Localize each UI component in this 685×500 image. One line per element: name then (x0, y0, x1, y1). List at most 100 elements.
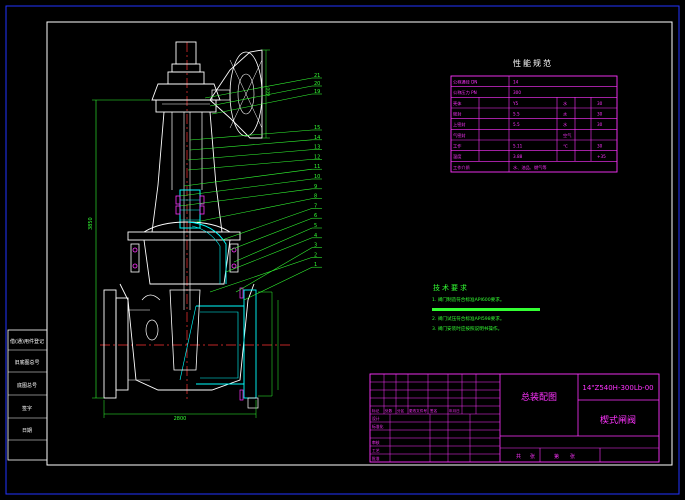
drawing-name: 总装配图 (521, 391, 557, 403)
part-number: 10 (314, 174, 320, 180)
leader-line (233, 227, 313, 263)
part-leaders (179, 77, 322, 301)
perf-row-value: 300 (513, 90, 521, 95)
perf-row-label: 气密封 (453, 132, 466, 139)
left-label-0: 借(通)用件登记 (10, 338, 44, 345)
model-number: 14"Z540H-300Lb-00 (582, 384, 653, 392)
leader-line (211, 93, 313, 115)
title-header-label: 更改文件号 (409, 408, 427, 413)
perf-row-col1: 5.11 (513, 143, 523, 148)
leader-line (189, 139, 313, 151)
perf-row-col2: 水 (563, 121, 568, 127)
sheet-total-unit: 张 (530, 453, 535, 460)
valve-drawing: 3850 2800 600 (88, 41, 290, 422)
title-header-label: 分区 (397, 408, 405, 413)
perf-row-col1: Y5 (512, 101, 519, 106)
leader-line (187, 149, 313, 161)
perf-row-col2: 水 (563, 110, 568, 116)
perf-row-label: 密封 (453, 110, 461, 117)
handwheel (209, 49, 263, 139)
leader-line (179, 178, 313, 197)
perf-row-col2: 空气 (563, 132, 572, 138)
part-number: 12 (314, 154, 320, 160)
part-number: 9 (314, 184, 317, 190)
left-label-2: 底图总号 (17, 382, 37, 389)
part-number: 8 (314, 194, 317, 200)
title-side-label: 设计 (372, 416, 380, 421)
part-number: 7 (314, 203, 317, 209)
perf-row-col3: 30 (597, 111, 603, 116)
title-header-label: 处数 (385, 408, 393, 413)
leader-line (229, 217, 313, 251)
part-number: 3 (314, 243, 317, 249)
title-side-label: 工艺 (372, 448, 380, 453)
leader-line (204, 77, 313, 99)
tech-item-0: 1. 阀门制造符合标准API600要求。 (432, 296, 504, 303)
left-label-3: 签字 (22, 405, 32, 412)
part-number: 6 (314, 213, 317, 219)
product-name: 楔式闸阀 (600, 414, 636, 426)
leader-line (189, 129, 313, 141)
perf-row-col1: 3.88 (513, 154, 523, 159)
part-number: 21 (314, 73, 320, 79)
left-label-1: 旧底图总号 (14, 359, 39, 366)
perf-row-label: 工作介质 (453, 164, 470, 171)
height-dim-label: 3850 (88, 217, 94, 230)
width-dim-label: 2800 (174, 416, 187, 422)
part-number: 2 (314, 252, 317, 258)
perf-row-value: 水、油品、燃气等 (513, 164, 547, 171)
tech-title: 技术要求 (433, 283, 469, 292)
leader-line (225, 237, 313, 273)
perf-row-col3: 30 (597, 122, 603, 127)
part-number: 1 (314, 262, 317, 268)
perf-row-col3: +35 (597, 154, 606, 159)
leader-line (195, 198, 313, 223)
leader-line (221, 208, 313, 241)
leader-line (209, 257, 313, 293)
perf-row-col1: 5.5 (513, 122, 520, 127)
leader-line (187, 159, 313, 171)
perf-row-col1: 5.5 (513, 111, 520, 116)
inner-border (46, 21, 673, 466)
tech-requirements: 技术要求 1. 阀门制造符合标准API600要求。 2. 阀门试压符合标准API… (432, 283, 540, 332)
left-label-4: 日期 (22, 428, 32, 434)
tech-item-1: 2. 阀门试压符合标准API598要求。 (432, 315, 504, 322)
perf-row-col2: ℃ (563, 143, 568, 148)
tech-item-2: 3. 阀门安装时应按照说明书操作。 (432, 325, 502, 332)
perf-row-col2: 水 (563, 100, 568, 106)
sheet-no-unit: 张 (570, 453, 575, 460)
leader-line (235, 247, 313, 293)
title-side-label: 批准 (372, 456, 380, 461)
perf-row-value: 14 (513, 79, 519, 84)
leader-line (179, 188, 313, 207)
part-number: 20 (314, 81, 320, 87)
part-number: 11 (314, 164, 320, 170)
title-header-label: 年月日 (449, 408, 460, 413)
perf-row-label: 工作 (453, 142, 462, 149)
part-number: 19 (314, 89, 320, 95)
perf-row-label: 公称通径 DN (453, 78, 477, 85)
part-number: 14 (314, 135, 320, 141)
left-registration-block: 借(通)用件登记 旧底图总号 底图总号 签字 日期 (7, 329, 48, 461)
leader-line (183, 168, 313, 187)
perf-row-label: 温度 (453, 153, 462, 160)
part-number: 15 (314, 125, 320, 131)
perf-row-col3: 30 (597, 143, 603, 148)
perf-row-label: 壳体 (453, 100, 462, 107)
perf-table-title: 性能规范 (513, 58, 553, 68)
title-block: 标记处数分区更改文件号签名年月日设计标准化审核工艺批准 总装配图 14"Z540… (369, 373, 660, 463)
leader-line (209, 85, 313, 107)
part-number: 13 (314, 145, 320, 151)
title-side-label: 审核 (372, 440, 380, 445)
title-side-label: 标准化 (372, 424, 384, 429)
sheet-no-label: 第 (554, 453, 559, 460)
tech-highlight (432, 308, 540, 311)
leader-line (243, 266, 313, 301)
part-number: 5 (314, 223, 317, 229)
handwheel-dim-label: 600 (266, 87, 272, 96)
perf-row-label: 公称压力 PN (453, 89, 477, 96)
part-number: 4 (314, 233, 317, 239)
